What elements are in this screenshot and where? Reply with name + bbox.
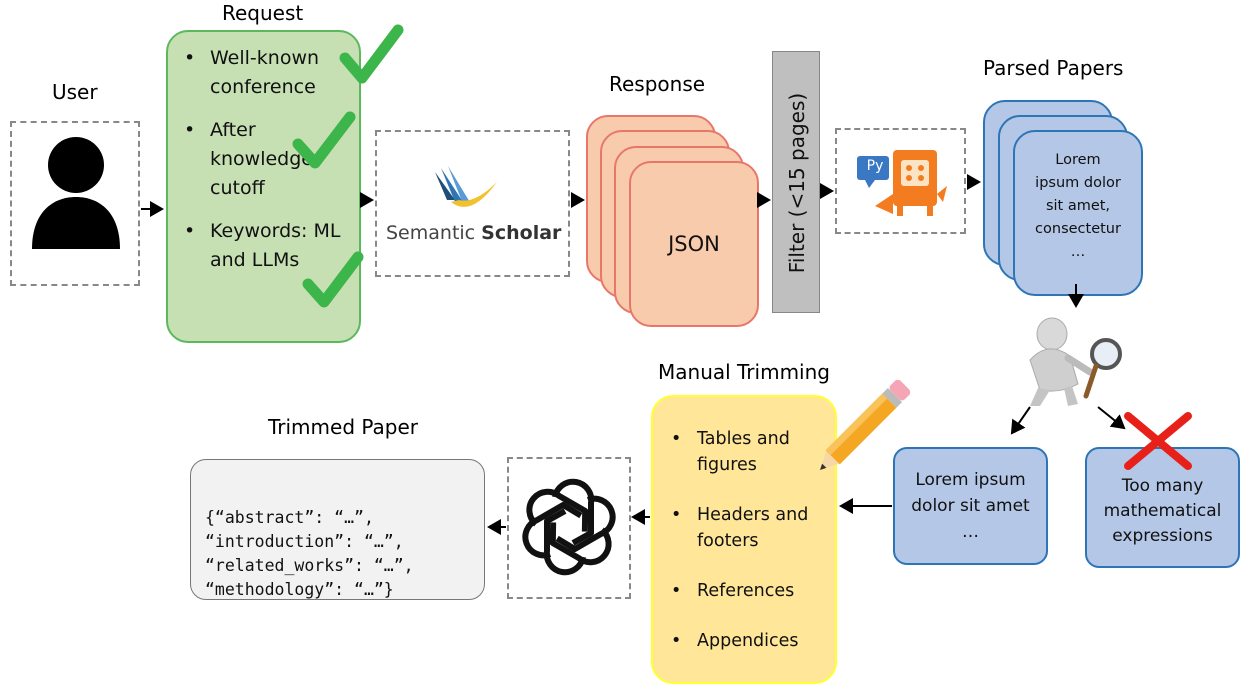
parsed-papers-title: Parsed Papers [983,56,1124,80]
trimmed-paper-title: Trimmed Paper [268,415,419,439]
response-card-json: JSON [629,161,759,327]
parser-box: Py [835,128,966,234]
arrow-inspector-rejected [1097,406,1126,430]
trimmed-line-introduction: “introduction”: “…”, [205,532,404,551]
manual-trimming-title: Manual Trimming [658,360,830,384]
parsed-card-text: Lorem ipsum dolor sit amet, consectetur … [1035,151,1121,260]
manual-item-appendices: Appendices [663,628,835,654]
filter-label: Filter (<15 pages) [785,92,809,274]
filter-bar: Filter (<15 pages) [772,51,820,313]
openai-logo-icon [522,478,616,576]
trimmed-line-related-works: “related_works”: “…”, [205,556,414,575]
rejected-paper-text: Too many mathematical expressions [1103,476,1222,546]
manual-trimming-box: Tables and figures Headers and footers R… [651,395,837,684]
semantic-scholar-logo-icon [435,166,497,207]
user-box [10,121,140,286]
request-item-conference: Well-known conference [176,44,356,102]
python-badge: Py [866,158,884,174]
manual-item-tables: Tables and figures [663,426,835,478]
trimmed-paper-box: {“abstract”: “…”, “introduction”: “…”, “re… [190,459,485,600]
parsed-card-front: Lorem ipsum dolor sit amet, consectetur … [1013,130,1143,296]
manual-item-headers: Headers and footers [663,502,835,554]
trimmed-line-methodology: “methodology”: “…”} [205,580,394,599]
accepted-paper-box: Lorem ipsum dolor sit amet … [893,447,1048,565]
inspector-figure-icon [1029,317,1122,406]
manual-item-references: References [663,578,835,604]
user-title: User [52,80,98,104]
llm-box [507,457,631,599]
rejected-paper-box: Too many mathematical expressions [1085,447,1240,568]
request-title: Request [222,1,304,25]
trimmed-line-abstract: {“abstract”: “…”, [205,508,374,527]
semantic-scholar-box: Semantic Scholar [375,130,570,277]
semantic-scholar-wordmark: Semantic Scholar [386,222,561,244]
arrow-inspector-accepted [1010,406,1031,435]
response-title: Response [609,72,706,96]
json-label: JSON [668,232,720,256]
request-item-cutoff: After knowledge cutoff [176,116,356,203]
pdf-parser-icon [857,150,947,216]
request-box: Well-known conference After knowledge cu… [166,30,361,343]
wordmark-bold: Scholar [481,222,562,244]
user-icon [32,137,120,249]
accepted-paper-text: Lorem ipsum dolor sit amet … [911,470,1030,542]
wordmark-light: Semantic [386,222,476,244]
request-item-keywords: Keywords: ML and LLMs [176,217,356,275]
